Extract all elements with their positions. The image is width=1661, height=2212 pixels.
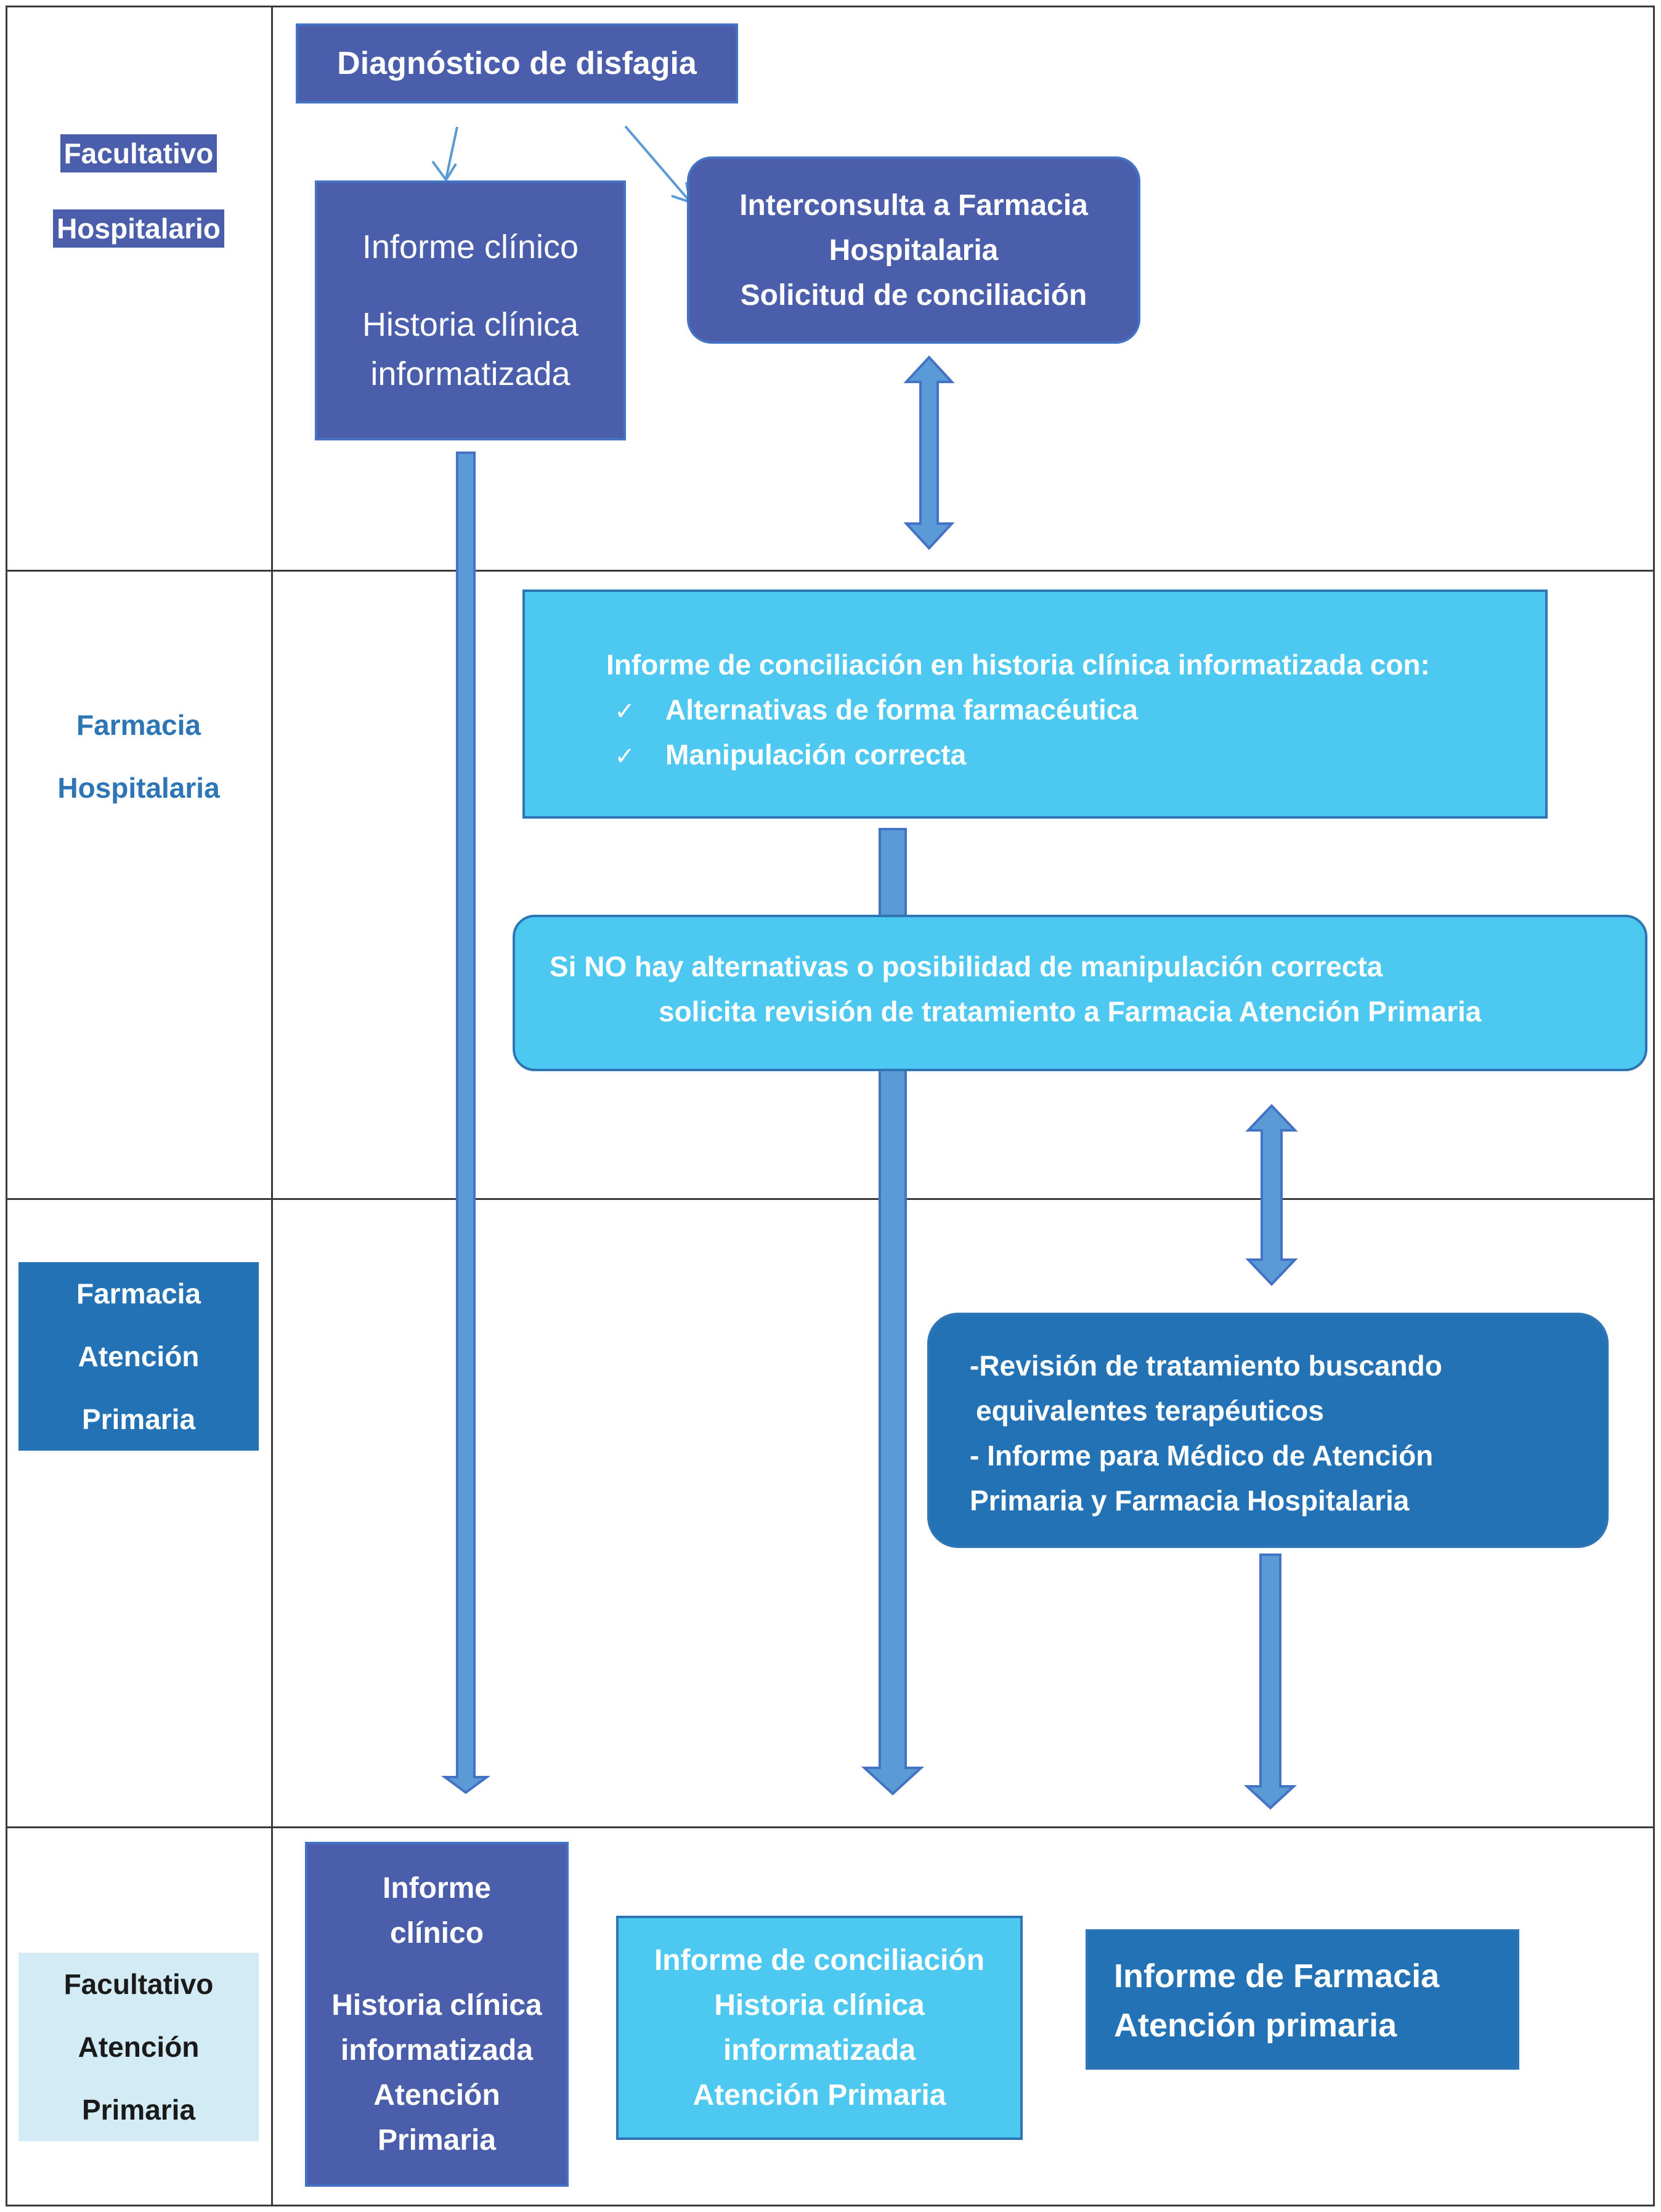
diagnostico-node: Diagnóstico de disfagia <box>296 23 738 103</box>
output-line: Informe de conciliación <box>654 1944 985 1977</box>
output-line: Informe <box>382 1872 491 1905</box>
lane-label-line: Atención <box>78 2031 200 2063</box>
revision-node: -Revisión de tratamiento buscando equiva… <box>927 1313 1609 1548</box>
lane-label-facultativo-hospitalario: Facultativo Hospitalario <box>52 122 225 248</box>
informe-clinico-node: Informe clínico Historia clínica informa… <box>315 180 626 440</box>
interconsulta-line: Solicitud de conciliación <box>740 278 1087 312</box>
output-informe-clinico: Informe clínico Historia clínica informa… <box>305 1842 569 2187</box>
output-line: informatizada <box>723 2034 916 2067</box>
informe-conciliacion-title: Informe de conciliación en historia clín… <box>606 649 1430 681</box>
lane-label-farmacia-atencion-primaria: Farmacia Atención Primaria <box>18 1262 259 1451</box>
lane-divider-2 <box>6 1198 1655 1200</box>
informe-conciliacion-item: ✓ Alternativas de forma farmacéutica <box>606 687 1138 734</box>
lane-label-line: Hospitalario <box>53 209 224 248</box>
revision-line: Primaria y Farmacia Hospitalaria <box>970 1485 1410 1517</box>
lane-label-line: Hospitalaria <box>57 772 220 804</box>
output-line: Informe de Farmacia <box>1114 1958 1440 1995</box>
swimlane-outer-border <box>6 6 1655 2206</box>
informe-conciliacion-item: ✓ Manipulación correcta <box>606 732 966 779</box>
output-informe-conciliacion: Informe de conciliación Historia clínica… <box>616 1916 1023 2140</box>
output-informe-farmacia: Informe de Farmacia Atención primaria <box>1086 1929 1519 2070</box>
output-line: clínico <box>389 1917 484 1950</box>
lane-label-column-divider <box>271 6 273 2206</box>
si-no-hay-line: Si NO hay alternativas o posibilidad de … <box>550 950 1383 982</box>
lane-label-line: Facultativo <box>60 134 217 172</box>
output-line: Atención <box>373 2079 500 2112</box>
lane-label-facultativo-atencion-primaria: Facultativo Atención Primaria <box>18 1953 259 2141</box>
output-line: informatizada <box>340 2034 534 2067</box>
informe-clinico-line: informatizada <box>370 355 571 392</box>
lane-label-line: Facultativo <box>63 1968 214 2000</box>
revision-line: -Revisión de tratamiento buscando <box>970 1350 1442 1382</box>
informe-clinico-line: Informe clínico <box>362 229 579 265</box>
check-icon: ✓ <box>614 743 635 770</box>
revision-line: equivalentes terapéuticos <box>976 1395 1324 1427</box>
diagnostico-label: Diagnóstico de disfagia <box>337 46 697 81</box>
lane-label-line: Primaria <box>81 2094 196 2126</box>
interconsulta-line: Interconsulta a Farmacia <box>739 188 1088 222</box>
informe-clinico-line: Historia clínica <box>362 306 579 343</box>
check-icon: ✓ <box>614 698 635 725</box>
lane-label-line: Atención <box>78 1340 200 1372</box>
output-line: Atención Primaria <box>692 2079 946 2112</box>
lane-divider-1 <box>6 570 1655 572</box>
output-line: Historia clínica <box>331 1989 542 2022</box>
item-label: Manipulación correcta <box>665 739 967 771</box>
lane-divider-3 <box>6 1826 1655 1828</box>
revision-line: - Informe para Médico de Atención <box>970 1440 1434 1472</box>
lane-label-farmacia-hospitalaria: Farmacia Hospitalaria <box>25 689 253 824</box>
si-no-hay-node: Si NO hay alternativas o posibilidad de … <box>513 915 1647 1071</box>
interconsulta-line: Hospitalaria <box>829 233 999 267</box>
lane-label-line: Farmacia <box>76 1278 201 1310</box>
lane-label-line: Primaria <box>81 1403 196 1435</box>
interconsulta-node: Interconsulta a Farmacia Hospitalaria So… <box>687 156 1140 344</box>
informe-conciliacion-node: Informe de conciliación en historia clín… <box>522 589 1548 819</box>
item-label: Alternativas de forma farmacéutica <box>665 694 1138 726</box>
si-no-hay-line: solicita revisión de tratamiento a Farma… <box>659 995 1482 1027</box>
lane-label-line: Farmacia <box>76 709 201 741</box>
output-line: Historia clínica <box>714 1989 925 2022</box>
output-line: Primaria <box>377 2124 497 2157</box>
output-line: Atención primaria <box>1114 2007 1397 2044</box>
